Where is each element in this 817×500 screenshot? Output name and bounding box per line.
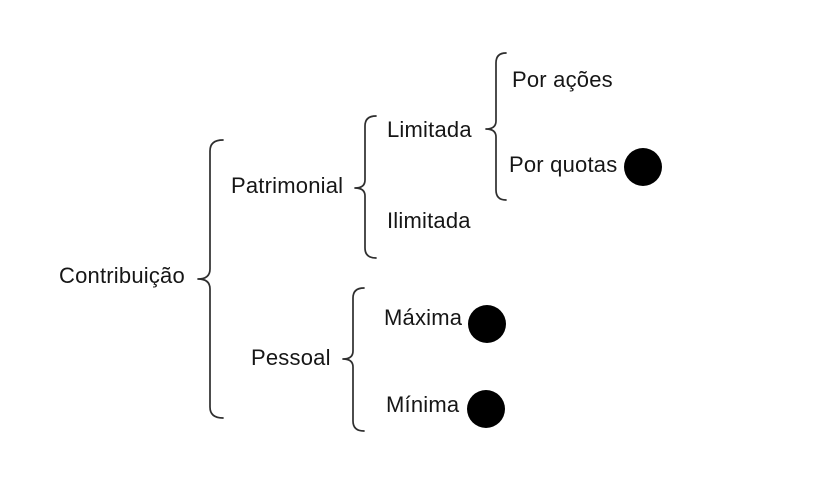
node-label-maxima: Máxima: [384, 305, 463, 330]
pessoal-brace: [342, 287, 365, 432]
filled-circle-marker-minima: [467, 390, 505, 428]
node-label-minima: Mínima: [386, 392, 460, 417]
node-label-contribuicao: Contribuição: [59, 263, 185, 288]
node-label-ilimitada: Ilimitada: [387, 208, 471, 233]
filled-circle-marker-por-quotas: [624, 148, 662, 186]
patrimonial-brace: [354, 115, 377, 259]
node-label-patrimonial: Patrimonial: [231, 173, 344, 198]
node-label-limitada: Limitada: [387, 117, 472, 142]
node-label-pessoal: Pessoal: [251, 345, 331, 370]
root-brace: [197, 139, 224, 419]
filled-circle-marker-maxima: [468, 305, 506, 343]
node-label-por-quotas: Por quotas: [509, 152, 618, 177]
node-label-por-acoes: Por ações: [512, 67, 613, 92]
limitada-brace: [485, 52, 507, 201]
